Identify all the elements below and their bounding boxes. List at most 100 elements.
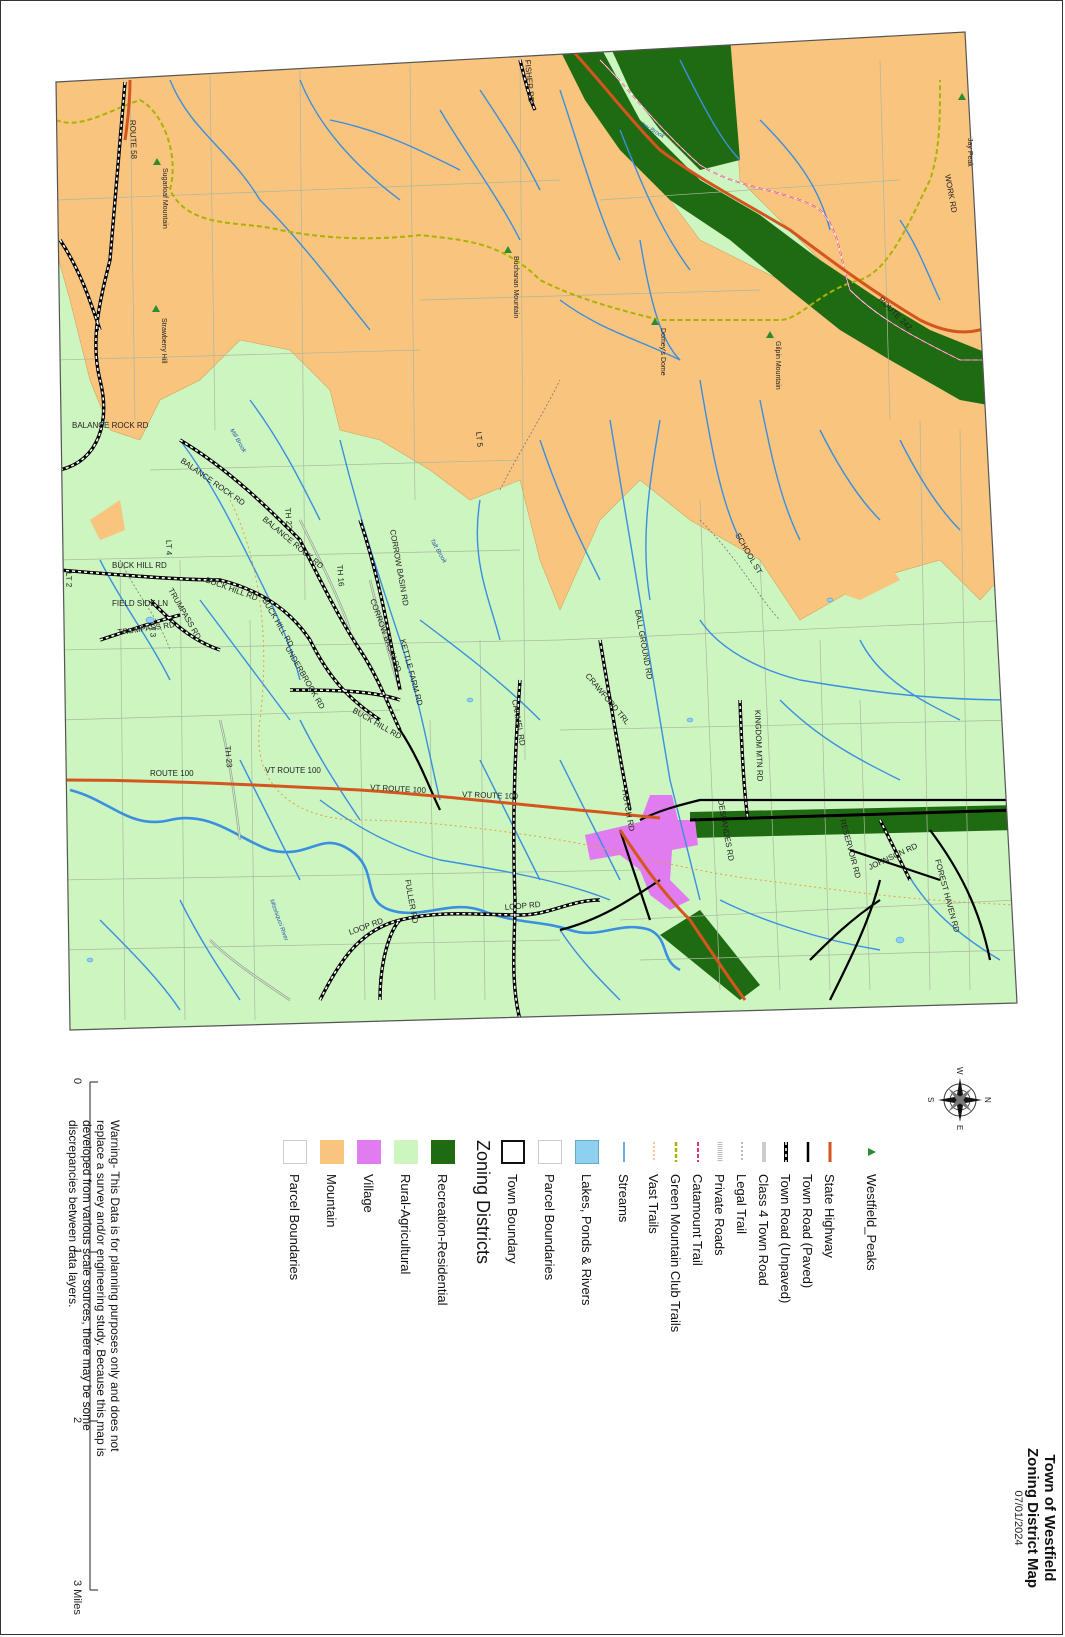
town-boundary-swatch xyxy=(501,1140,525,1164)
recreation-residential-zone xyxy=(560,46,1017,410)
legend-item-state-highway: State Highway xyxy=(817,1140,843,1370)
zoning-districts-heading: Zoning Districts xyxy=(473,1140,493,1265)
warning-text: Warning- This Data is for planning purpo… xyxy=(66,1120,122,1457)
village-zone xyxy=(585,795,698,910)
legend-label: Lakes, Ponds & Rivers xyxy=(579,1174,595,1306)
state-highway-swatch xyxy=(818,1140,842,1164)
recreation-residential-zone xyxy=(610,38,740,170)
road-label: BUCK HILL RD xyxy=(112,561,167,570)
map-title-line1: Town of Westfield xyxy=(1041,1454,1058,1582)
legend-item-streams: Streams xyxy=(611,1140,637,1370)
legend-label: Parcel Boundaries xyxy=(542,1174,558,1281)
road-label: LOOP RD xyxy=(504,900,541,912)
road-label: VT ROUTE 100 xyxy=(265,766,321,775)
mountain-zone-small xyxy=(90,500,125,540)
legend-label: Class 4 Town Road xyxy=(756,1174,772,1286)
map-title-block: Town of Westfield Zoning District Map 07… xyxy=(1012,1413,1058,1623)
paved-road-route-242-highlight xyxy=(689,808,1017,822)
mountain-zone-small xyxy=(820,540,900,600)
legend-item-town-road-unpaved: Town Road (Unpaved) xyxy=(773,1140,799,1370)
road-label: LT 4 xyxy=(164,540,174,556)
road-label: ROUTE 58 xyxy=(128,120,138,160)
legend-label: Vast Trails xyxy=(646,1174,662,1234)
map-area xyxy=(56,32,1017,1030)
legend-label: Green Mountain Club Trails xyxy=(668,1174,684,1333)
catamount-trail-white xyxy=(599,59,1017,361)
town-road-unpaved-swatch xyxy=(774,1140,798,1164)
gmc-trail-swatch xyxy=(664,1140,688,1164)
warning-line: discrepancies between data layers. xyxy=(66,1120,80,1308)
warning-line: Warning- This Data is for planning purpo… xyxy=(108,1120,122,1452)
recreation-swatch xyxy=(431,1140,455,1164)
legend-item-village: Village xyxy=(356,1140,382,1370)
legend-label: Legal Trail xyxy=(734,1174,750,1234)
lakes-swatch xyxy=(575,1140,599,1164)
legend-item-peaks: Westfield_Peaks xyxy=(859,1140,885,1370)
legend-label: Catamount Trail xyxy=(690,1174,706,1266)
village-swatch xyxy=(357,1140,381,1164)
road-label: VT ROUTE 100 xyxy=(462,790,519,801)
legend-item-class4: Class 4 Town Road xyxy=(751,1140,777,1370)
road-label: LT 5 xyxy=(474,431,484,448)
scale-bar: 0 1 2 3 Miles xyxy=(71,1078,98,1615)
road-label: TH 16 xyxy=(335,564,346,587)
legal-trail-swatch xyxy=(730,1140,754,1164)
compass-s: S xyxy=(926,1097,935,1102)
peak-label: Gilpin Mountain xyxy=(774,341,781,390)
legend-label: Rural-Agricultural xyxy=(398,1174,414,1275)
streams-layer xyxy=(99,59,1017,1011)
legend-label: Recreation-Residential xyxy=(435,1174,451,1306)
missisquoi-river xyxy=(69,788,681,972)
peak-triangle xyxy=(651,318,659,325)
legend-label: Town Road (Unpaved) xyxy=(778,1174,794,1304)
peak-triangle xyxy=(958,93,966,100)
map-date: 07/01/2024 xyxy=(1012,1490,1024,1546)
state-highways xyxy=(59,46,1017,1001)
scale-tick-1: 1 xyxy=(71,1248,83,1254)
compass-w: W xyxy=(955,1067,964,1075)
parcels-swatch xyxy=(538,1140,562,1164)
legend-item-rural: Rural-Agricultural xyxy=(393,1140,419,1370)
road-label: FISHER RD xyxy=(523,59,536,103)
road-label: FIELD SIDE LN xyxy=(112,599,168,608)
road-label: ROUTE 100 xyxy=(150,769,194,778)
legend-item-town-boundary: Town Boundary xyxy=(500,1140,526,1370)
legend-label: Town Boundary xyxy=(505,1174,521,1264)
lakes-ponds xyxy=(86,597,905,963)
legend-item-mountain: Mountain xyxy=(319,1140,345,1370)
legend-label: Parcel Boundaries xyxy=(287,1174,303,1281)
town-roads-paved xyxy=(399,729,1017,1001)
warning-line: replace a survey and/or engineering stud… xyxy=(94,1120,108,1457)
scale-tick-3: 3 Miles xyxy=(71,1580,83,1615)
compass-e: E xyxy=(955,1125,964,1130)
rural-swatch xyxy=(394,1140,418,1164)
road-label: LT 2 xyxy=(64,572,74,588)
legend-item-lakes: Lakes, Ponds & Rivers xyxy=(574,1140,600,1370)
peak-label: Jay Peak xyxy=(966,138,973,167)
legend-label: Streams xyxy=(616,1174,632,1223)
legend-item-vast: Vast Trails xyxy=(641,1140,667,1370)
road-label: VT ROUTE 100 xyxy=(370,783,427,795)
road-label: KINGDOM MTN RD xyxy=(753,710,764,782)
green-mountain-club-trail xyxy=(56,79,941,322)
legend-label: Westfield_Peaks xyxy=(864,1174,880,1271)
map-title-line2: Zoning District Map xyxy=(1024,1448,1041,1588)
legend-item-parcels: Parcel Boundaries xyxy=(537,1140,563,1370)
road-label: TH 23 xyxy=(223,745,234,768)
private-roads-swatch xyxy=(708,1140,732,1164)
catamount-trail-swatch xyxy=(686,1140,710,1164)
mountain-swatch xyxy=(320,1140,344,1164)
legend-item-catamount: Catamount Trail xyxy=(685,1140,711,1370)
peak-label: Buchanan Mountain xyxy=(512,256,519,318)
recreation-residential-zone xyxy=(660,910,760,1000)
scale-tick-0: 0 xyxy=(71,1078,83,1084)
legend-item-gmc: Green Mountain Club Trails xyxy=(663,1140,689,1370)
road-label: LT 3 xyxy=(148,622,158,638)
legend-item-private-roads: Private Roads xyxy=(707,1140,733,1370)
legend-item-town-road-paved: Town Road (Paved) xyxy=(795,1140,821,1370)
compass-rose: N S E W xyxy=(926,1067,992,1130)
peak-triangle-icon xyxy=(860,1140,884,1164)
legend-label: State Highway xyxy=(822,1174,838,1258)
mountain-zone-small xyxy=(1000,570,1017,640)
